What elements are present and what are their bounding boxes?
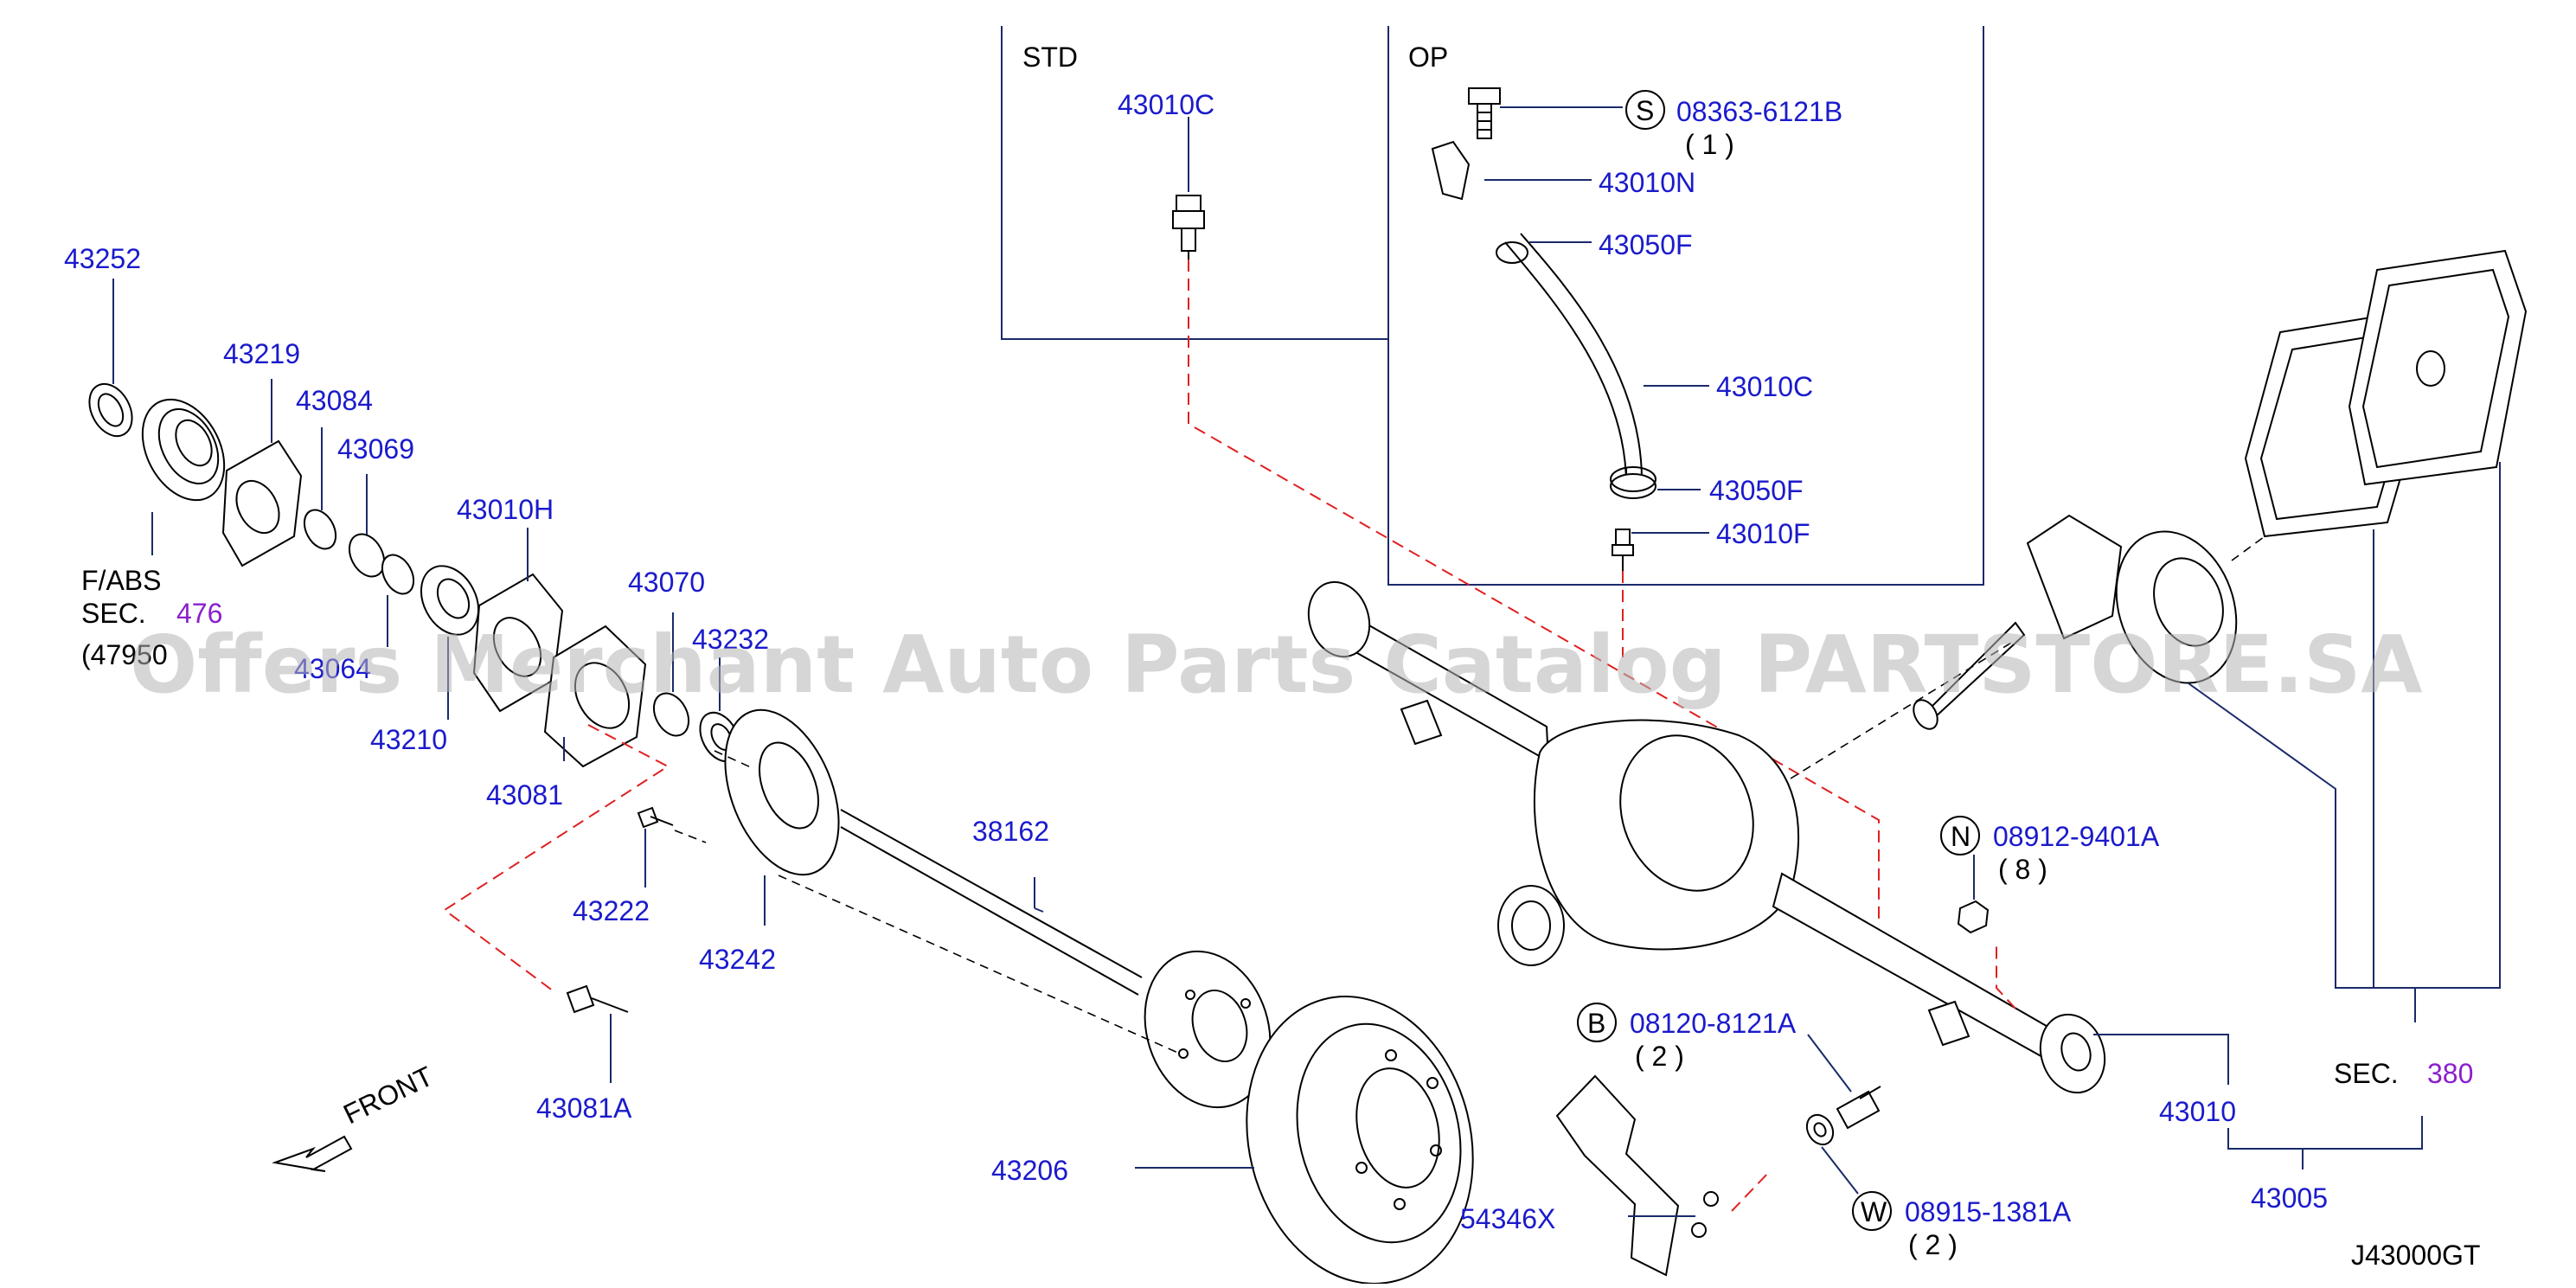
hub-bearing-parts [88,382,840,1014]
differential-carrier [1913,514,2238,730]
sec-476-line3: (47950 [81,639,168,670]
axle-housing [1307,580,2106,1094]
symbol-b-qty: ( 2 ) [1635,1041,1684,1072]
nut-n [1957,900,1990,934]
callout-43010h: 43010H [457,494,554,525]
callout-43222: 43222 [573,895,650,926]
callout-43232: 43232 [692,624,769,655]
callout-43064: 43064 [294,653,371,684]
symbol-w-part-number: 08915-1381A [1905,1196,2072,1227]
callout-43252: 43252 [64,243,141,274]
sec-476-number: 476 [176,598,222,629]
callout-43010n: 43010N [1599,167,1695,198]
callout-43010c-op: 43010C [1716,371,1813,402]
std-box-title: STD [1022,42,1078,73]
callout-43069: 43069 [337,433,414,465]
bracket [1555,1074,1719,1277]
symbol-b-letter: B [1587,1008,1605,1039]
breather-std [1172,195,1205,260]
symbol-n-qty: ( 8 ) [1998,854,2047,885]
callout-38162: 38162 [972,816,1049,847]
callout-43010f: 43010F [1716,518,1810,549]
callout-43010c-std: 43010C [1118,89,1214,120]
callout-43081a: 43081A [536,1093,632,1124]
symbol-s-qty: ( 1 ) [1685,129,1734,160]
sec-380-number: 380 [2427,1058,2473,1089]
callout-54346x: 54346X [1460,1203,1555,1234]
symbol-w-qty: ( 2 ) [1908,1229,1958,1260]
callout-43206: 43206 [991,1155,1068,1186]
callout-43050f-a: 43050F [1599,229,1693,260]
symbol-n-letter: N [1951,821,1970,852]
callout-43010: 43010 [2159,1096,2236,1127]
sec-476-line2: SEC. [81,598,146,629]
breather-op [1431,87,1656,571]
inset-boxes [1001,26,1984,586]
callout-43242: 43242 [699,944,776,975]
callout-43081: 43081 [486,779,563,811]
watermark: Offers Merchant Auto Parts Catalog PARTS… [130,618,2423,711]
symbol-w-circle [1852,1191,1892,1231]
bolt-and-washer [1805,1086,1881,1146]
front-arrow-icon [272,1135,353,1172]
callout-43219: 43219 [223,338,300,369]
callout-43070: 43070 [628,567,705,598]
symbol-b-part-number: 08120-8121A [1630,1008,1797,1039]
callout-43210: 43210 [370,724,447,755]
symbol-s-circle [1625,90,1665,130]
brake-drum [1246,996,1474,1285]
callout-43084: 43084 [296,385,373,416]
op-box-title: OP [1408,42,1448,73]
sec-476-line1: F/ABS [81,565,161,596]
symbol-n-part-number: 08912-9401A [1993,821,2160,852]
symbol-s-letter: S [1636,95,1654,126]
diagram-code: J43000GT [2351,1240,2480,1271]
front-label: FRONT [338,1061,438,1131]
callout-43050f-b: 43050F [1709,475,1804,506]
symbol-b-circle [1577,1003,1617,1042]
symbol-s-part-number: 08363-6121B [1676,96,1842,127]
callout-43005: 43005 [2251,1182,2328,1214]
symbol-n-circle [1940,816,1980,855]
sec-380-label: SEC. [2334,1058,2399,1089]
cover-and-gasket [2244,249,2528,538]
axle-shaft [840,809,1272,1109]
symbol-w-letter: W [1861,1196,1887,1227]
